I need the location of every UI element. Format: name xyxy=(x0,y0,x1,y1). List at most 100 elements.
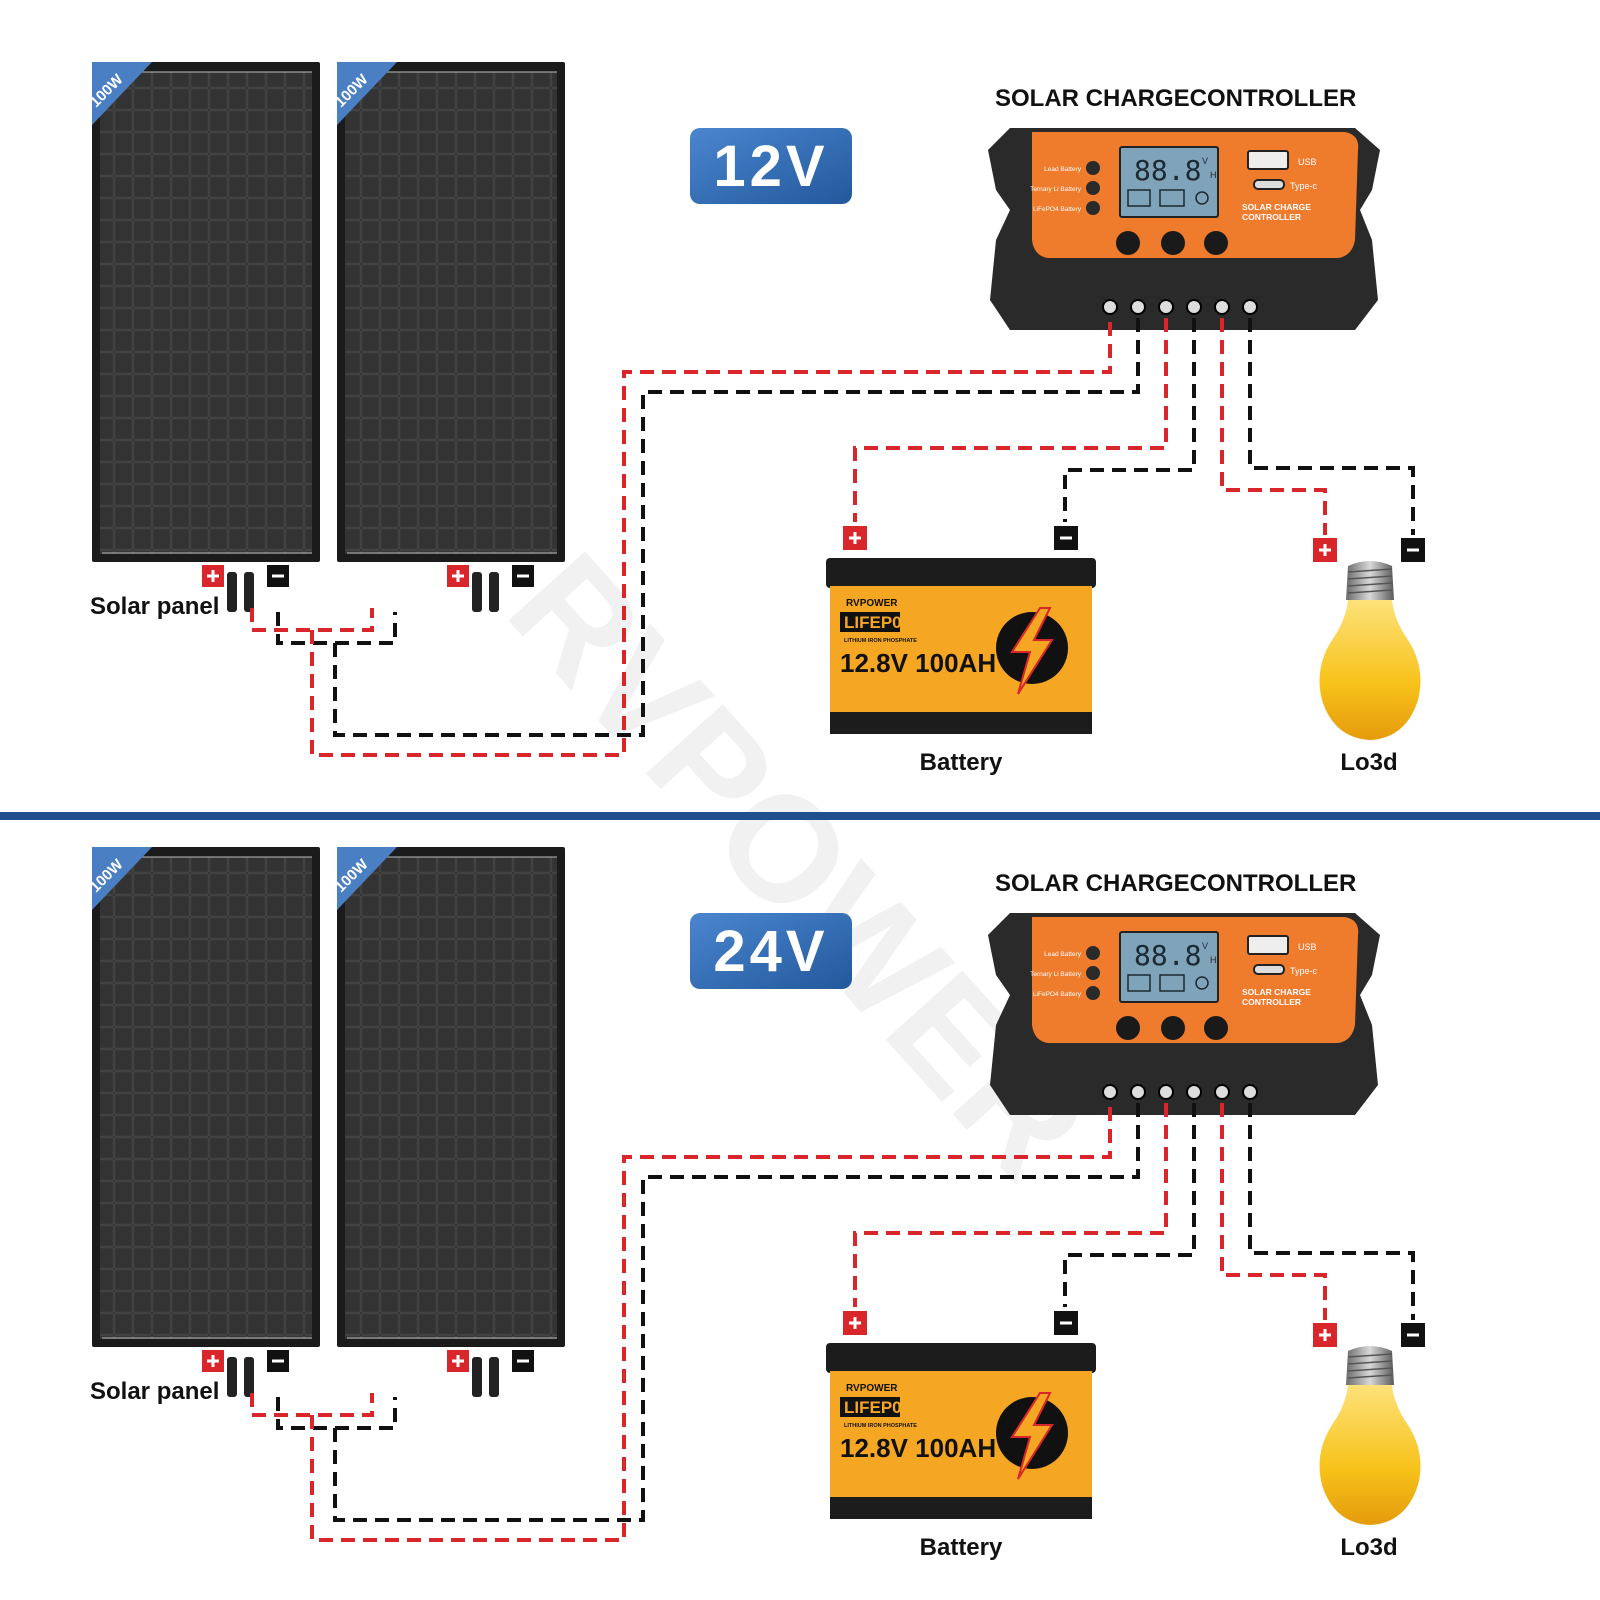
bulb-base-icon xyxy=(1346,1346,1394,1385)
load-bulb xyxy=(1313,1323,1425,1525)
typec-port-icon xyxy=(1253,964,1285,975)
controller-button-2[interactable] xyxy=(1161,1016,1185,1040)
battery-chemistry: LIFEP04 xyxy=(844,613,912,632)
solar-panel-1: 100W xyxy=(87,62,320,612)
solar-panel-2: 100W xyxy=(332,847,565,1397)
diagram-section-2: 100W 100W Solar panel 24V SOLAR CHARGECONTRO… xyxy=(87,847,1425,1561)
panel-rating-badge: 100W xyxy=(87,847,152,910)
controller-terminal-screw xyxy=(1158,299,1174,315)
battery-brand: RVPOWER xyxy=(846,1383,898,1394)
controller-button-1[interactable] xyxy=(1116,231,1140,255)
lcd-panel-icon xyxy=(1127,974,1151,992)
wire-load-positive xyxy=(1220,1103,1327,1320)
controller-terminal-screw xyxy=(1158,1084,1174,1100)
mc4-connector xyxy=(489,572,499,612)
mc4-connector xyxy=(472,1357,482,1397)
voltage-badge-label: 12V xyxy=(713,134,828,199)
section-divider xyxy=(0,812,1600,820)
wire-load-negative xyxy=(1248,1103,1415,1320)
controller-brand-line1: SOLAR CHARGE xyxy=(1242,202,1311,212)
battery-brand: RVPOWER xyxy=(846,598,898,609)
lcd-value: 88.8 xyxy=(1134,154,1201,187)
usb-port-icon xyxy=(1247,150,1289,170)
wiring xyxy=(250,1103,1415,1542)
typec-port-icon xyxy=(1253,179,1285,190)
wire-load-negative xyxy=(1248,318,1415,535)
mc4-connector xyxy=(227,572,237,612)
controller-terminal-screw xyxy=(1102,299,1118,315)
lcd-battery-icon xyxy=(1159,974,1185,992)
mode-label: Lead Battery xyxy=(1044,951,1082,958)
controller-terminal-screw xyxy=(1242,299,1258,315)
wire-pv-negative xyxy=(333,1103,1140,1522)
lcd-value: 88.8 xyxy=(1134,939,1201,972)
controller-brand-line2: CONTROLLER xyxy=(1242,212,1301,222)
controller-terminal-screw xyxy=(1130,1084,1146,1100)
controller-terminal-screw xyxy=(1214,299,1230,315)
controller-button-3[interactable] xyxy=(1204,1016,1228,1040)
load-label: Lo3d xyxy=(1340,749,1397,776)
wire-battery-negative xyxy=(1063,1103,1196,1307)
controller-terminal-screw xyxy=(1186,1084,1202,1100)
battery-chemistry: LIFEP04 xyxy=(844,1398,912,1417)
lcd-bulb-icon xyxy=(1195,191,1209,205)
typec-label: Type-c xyxy=(1290,181,1318,191)
lcd-unit-bottom: H xyxy=(1210,170,1217,180)
load-label: Lo3d xyxy=(1340,1534,1397,1561)
mode-label: LiFePO4 Battery xyxy=(1033,206,1082,213)
usb-label: USB xyxy=(1298,157,1317,167)
wire-pv-positive xyxy=(310,1103,1112,1542)
battery-label: Battery xyxy=(920,749,1003,776)
wire-panel-positive xyxy=(250,608,374,632)
panel-rating-badge: 100W xyxy=(332,847,397,910)
mode-label: Ternary Li Battery xyxy=(1030,971,1082,978)
controller-terminal-screw xyxy=(1214,1084,1230,1100)
battery-spec: 12.8V 100AH xyxy=(840,648,996,678)
solar-panel-1: 100W xyxy=(87,847,320,1397)
wiring xyxy=(250,318,1415,757)
panel-terminals xyxy=(447,565,534,612)
lcd-panel-icon xyxy=(1127,189,1151,207)
lcd-battery-icon xyxy=(1159,189,1185,207)
mc4-connector xyxy=(472,572,482,612)
wire-pv-negative xyxy=(333,318,1140,737)
lcd-unit-top: V xyxy=(1202,156,1208,166)
panel-terminals xyxy=(202,1350,289,1397)
wire-panel-negative xyxy=(276,1397,397,1430)
wire-battery-positive xyxy=(853,318,1168,522)
controller-button-3[interactable] xyxy=(1204,231,1228,255)
solar-panel-label: Solar panel xyxy=(90,1378,219,1405)
wire-panel-negative xyxy=(276,612,397,645)
controller-brand-line1: SOLAR CHARGE xyxy=(1242,987,1311,997)
controller-terminal-screw xyxy=(1102,1084,1118,1100)
controller-terminal-screw xyxy=(1186,299,1202,315)
load-bulb xyxy=(1313,538,1425,740)
lcd-bulb-icon xyxy=(1195,976,1209,990)
battery-chemistry-sub: LITHIUM IRON PHOSPHATE xyxy=(844,638,917,644)
battery-spec: 12.8V 100AH xyxy=(840,1433,996,1463)
controller-button-1[interactable] xyxy=(1116,1016,1140,1040)
controller-button-2[interactable] xyxy=(1161,231,1185,255)
solar-panel-label: Solar panel xyxy=(90,593,219,620)
typec-label: Type-c xyxy=(1290,966,1318,976)
mode-label: LiFePO4 Battery xyxy=(1033,991,1082,998)
panel-terminals xyxy=(202,565,289,612)
panel-terminals xyxy=(447,1350,534,1397)
voltage-badge: 12V xyxy=(690,128,852,204)
controller-terminal-screw xyxy=(1130,299,1146,315)
panel-rating-badge: 100W xyxy=(87,62,152,125)
controller-terminal-screw xyxy=(1242,1084,1258,1100)
voltage-badge-label: 24V xyxy=(713,919,828,984)
mode-label: Ternary Li Battery xyxy=(1030,186,1082,193)
voltage-badge: 24V xyxy=(690,913,852,989)
mc4-connector xyxy=(244,572,254,612)
battery-chemistry-sub: LITHIUM IRON PHOSPHATE xyxy=(844,1423,917,1429)
controller-brand-line2: CONTROLLER xyxy=(1242,997,1301,1007)
